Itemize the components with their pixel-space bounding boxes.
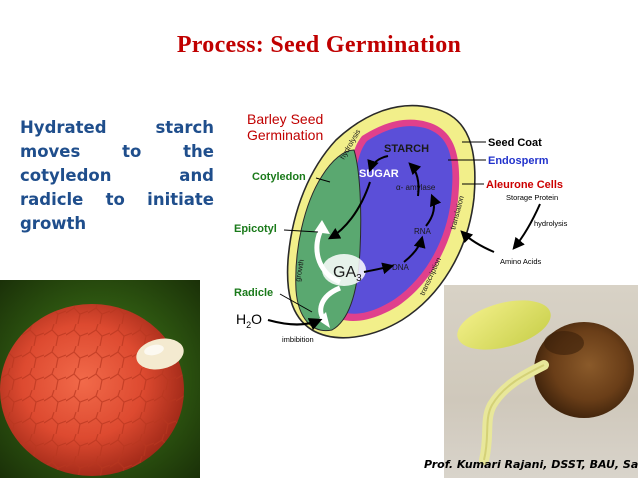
arrow-rna-to-amylase xyxy=(425,193,442,227)
arrow-sugar-to-embryo xyxy=(327,181,371,240)
amino-acids-label: Amino Acids xyxy=(500,257,542,266)
hydrolysis-right-label: hydrolysis xyxy=(534,219,568,228)
arrow-dna-to-rna xyxy=(403,235,426,263)
arrow-ga3-to-dna xyxy=(363,262,395,275)
root-shading xyxy=(483,364,545,461)
endosperm-region xyxy=(338,126,453,314)
growth-arrowhead-lower xyxy=(318,312,330,328)
epicotyl-leader xyxy=(283,229,319,233)
amylase-label: α- amylase xyxy=(396,183,436,192)
aleurone-label: Aleurone Cells xyxy=(486,179,563,191)
radicle-highlight xyxy=(144,344,164,356)
diagram-heading-line1: Barley Seed xyxy=(247,111,323,127)
dna-label: DNA xyxy=(392,263,410,272)
arrow-starch-to-sugar xyxy=(367,155,389,173)
endosperm-label: Endosperm xyxy=(488,155,549,167)
seed-coat-label: Seed Coat xyxy=(488,137,542,149)
growth-band-label: growth xyxy=(293,259,306,283)
germinating-seed-photo xyxy=(0,280,200,478)
imbibition-label: imbibition xyxy=(282,335,314,344)
body-text: Hydrated starch moves to the cotyledon a… xyxy=(20,118,214,233)
cotyledon-label: Cotyledon xyxy=(252,171,306,183)
radicle-label: Radicle xyxy=(234,287,273,299)
cotyledon-leader xyxy=(315,177,331,183)
arrow-amylase-to-starch xyxy=(408,162,422,197)
slide-title: Process: Seed Germination xyxy=(176,32,462,58)
arrow-amino-acids-to-aleurone xyxy=(460,230,495,253)
sprouting-seed-photo xyxy=(444,285,638,478)
sprout-photo-drawing xyxy=(457,300,634,465)
ga3-zone xyxy=(322,254,366,286)
seed-texture xyxy=(0,304,184,476)
storage-protein-label: Storage Protein xyxy=(506,193,558,202)
emerging-radicle xyxy=(136,338,184,370)
rna-label: RNA xyxy=(414,227,432,236)
h2o-label: H2O xyxy=(236,311,262,330)
arrow-h2o-imbibition xyxy=(267,318,323,331)
sugar-label: SUGAR xyxy=(359,168,399,180)
seed-hilum xyxy=(544,331,584,355)
starch-label: STARCH xyxy=(384,143,429,155)
cotyledon-leaf xyxy=(457,300,551,350)
seed-photo-drawing xyxy=(0,304,184,476)
diagram-heading-line2: Germination xyxy=(247,127,323,143)
radicle-leader xyxy=(279,293,313,313)
ga3-label: GA3 xyxy=(333,264,362,284)
arrow-storage-to-amino xyxy=(512,203,541,250)
epicotyl-label: Epicotyl xyxy=(234,223,277,235)
author-credit: Prof. Kumari Rajani, DSST, BAU, Sabour xyxy=(424,458,638,471)
growth-arrowhead-upper xyxy=(314,220,330,234)
